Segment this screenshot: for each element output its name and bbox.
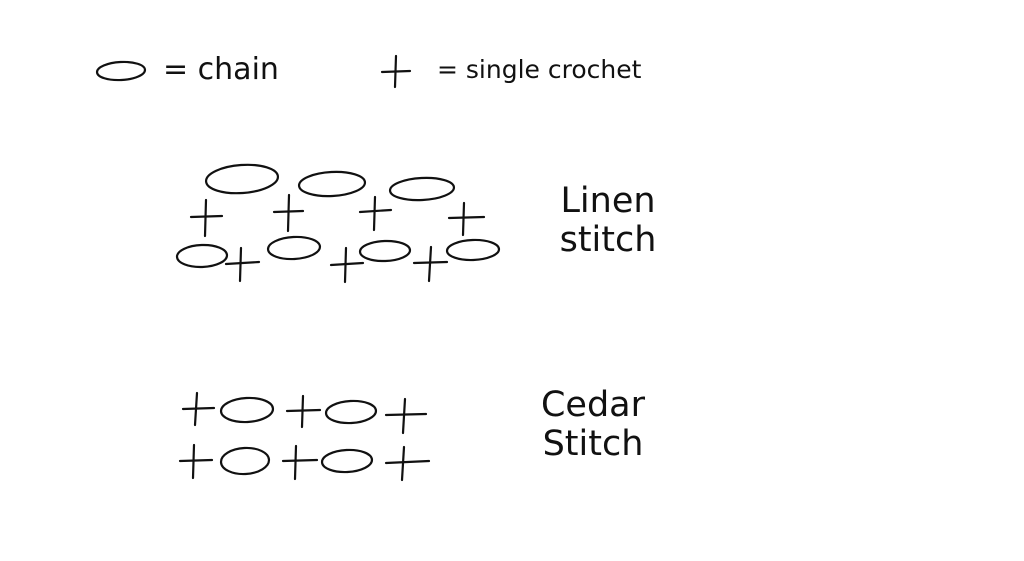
linen-row1-sc-4 (447, 201, 486, 237)
linen-row2-chain-1 (175, 243, 229, 269)
cedar-stitch-chart (178, 391, 431, 482)
cedar-row1-chain-2 (324, 399, 378, 425)
linen-row1-chain-2 (297, 170, 367, 198)
linen-row1-sc-1 (189, 198, 224, 238)
legend-chain-symbol (95, 60, 147, 82)
linen-row2-sc-3 (412, 245, 449, 283)
linen-stitch-title: Linen stitch (550, 182, 666, 260)
cedar-row1-chain-1 (219, 396, 275, 424)
linen-row2-chain-2 (266, 235, 322, 261)
legend-chain-label: = chain (163, 52, 279, 87)
linen-stitch-title-line-2: stitch (559, 220, 657, 260)
cedar-row2-sc-3 (384, 445, 431, 482)
cedar-row1-sc-2 (285, 394, 322, 429)
cedar-row2-chain-1 (219, 446, 271, 476)
cedar-stitch-title-line-1: Cedar (540, 385, 646, 425)
legend-single-crochet-label: = single crochet (437, 55, 642, 84)
linen-row2-sc-1 (224, 246, 261, 283)
cedar-row1-sc-1 (181, 391, 216, 427)
legend-single-crochet-symbol (380, 54, 412, 89)
cedar-row1-sc-3 (384, 397, 428, 435)
linen-row2-sc-2 (329, 246, 365, 284)
linen-stitch-chart (175, 163, 501, 284)
cedar-stitch-title-line-2: Stitch (542, 424, 644, 464)
cedar-row2-sc-2 (281, 444, 319, 481)
cedar-stitch-title: Cedar Stitch (535, 386, 651, 464)
linen-row2-chain-4 (445, 238, 501, 262)
linen-row1-chain-3 (388, 176, 456, 202)
cedar-row2-sc-1 (178, 443, 214, 480)
linen-row2-chain-3 (358, 239, 412, 263)
linen-row1-chain-1 (204, 163, 280, 195)
linen-stitch-title-line-1: Linen (560, 181, 656, 221)
linen-row1-sc-2 (272, 193, 305, 233)
cedar-row2-chain-2 (320, 448, 374, 474)
linen-row1-sc-3 (358, 195, 393, 232)
